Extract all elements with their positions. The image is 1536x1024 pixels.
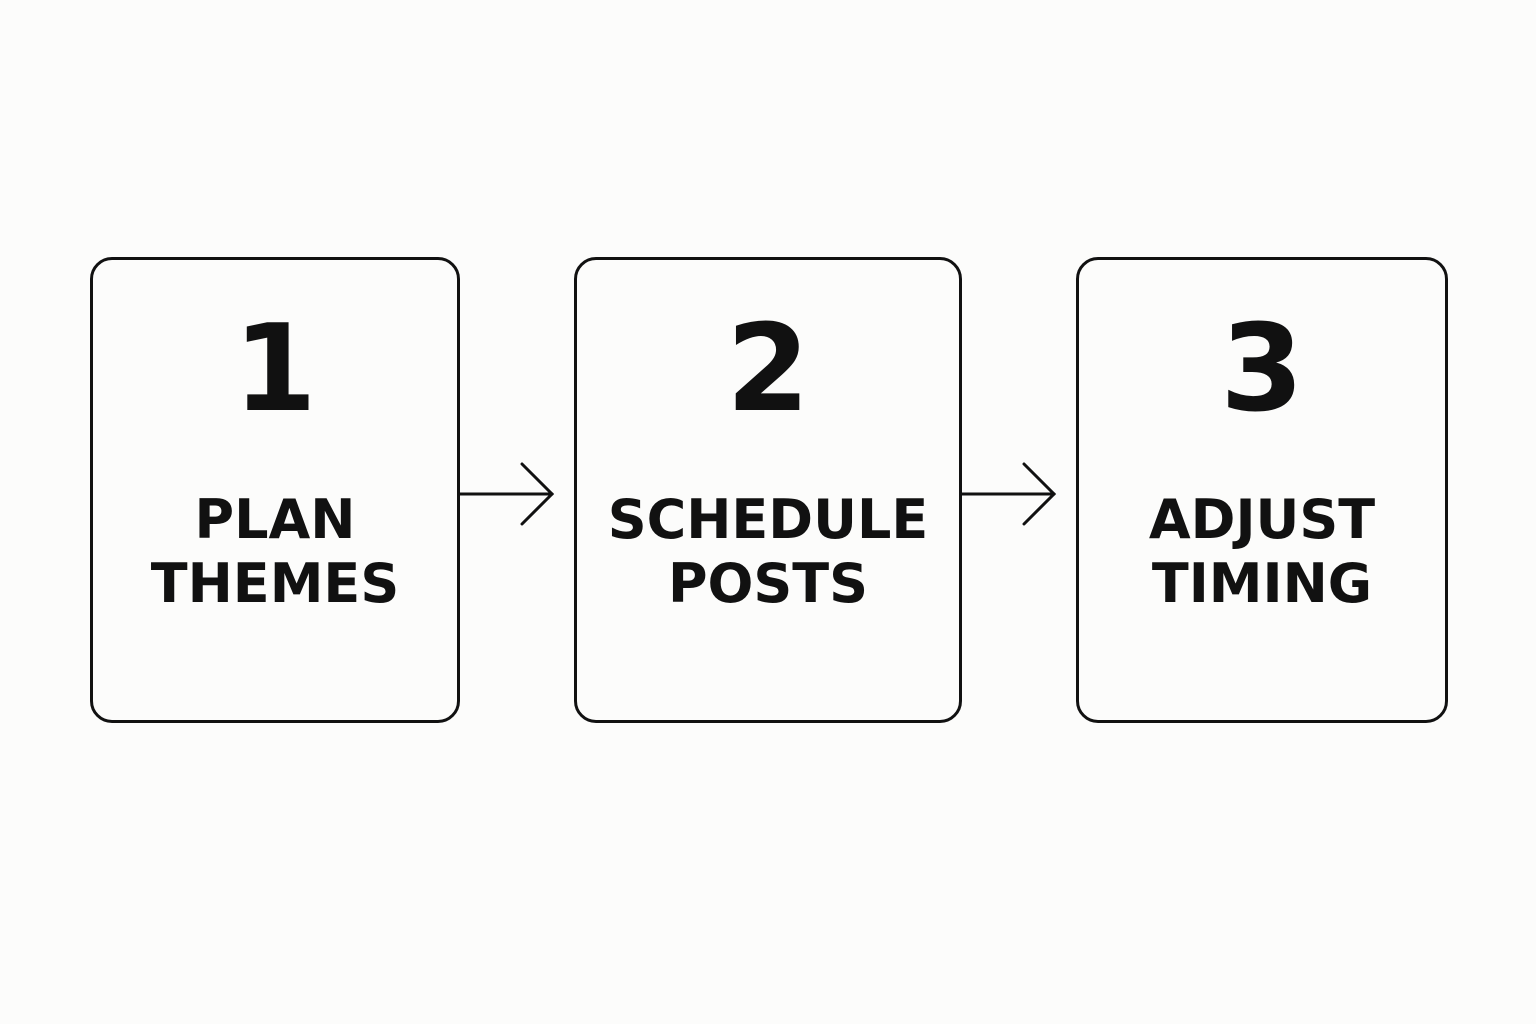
step-number: 1 [233, 300, 317, 439]
step-label-line: PLAN [194, 488, 356, 551]
step-box-adjust-timing: 3 ADJUST TIMING [1076, 257, 1448, 723]
step-number: 2 [726, 300, 810, 439]
arrow-right-icon [960, 462, 1057, 526]
step-label-line: SCHEDULE [607, 488, 929, 551]
step-label-line: POSTS [667, 552, 869, 615]
step-box-schedule-posts: 2 SCHEDULE POSTS [574, 257, 962, 723]
step-box-plan-themes: 1 PLAN THEMES [90, 257, 460, 723]
step-label: PLAN THEMES [93, 488, 457, 616]
step-number: 3 [1220, 300, 1304, 439]
step-label-line: THEMES [150, 552, 400, 615]
step-label-line: TIMING [1151, 552, 1373, 615]
step-label-line: ADJUST [1148, 488, 1376, 551]
arrow-right-icon [458, 462, 555, 526]
step-label: SCHEDULE POSTS [577, 488, 959, 616]
step-label: ADJUST TIMING [1079, 488, 1445, 616]
